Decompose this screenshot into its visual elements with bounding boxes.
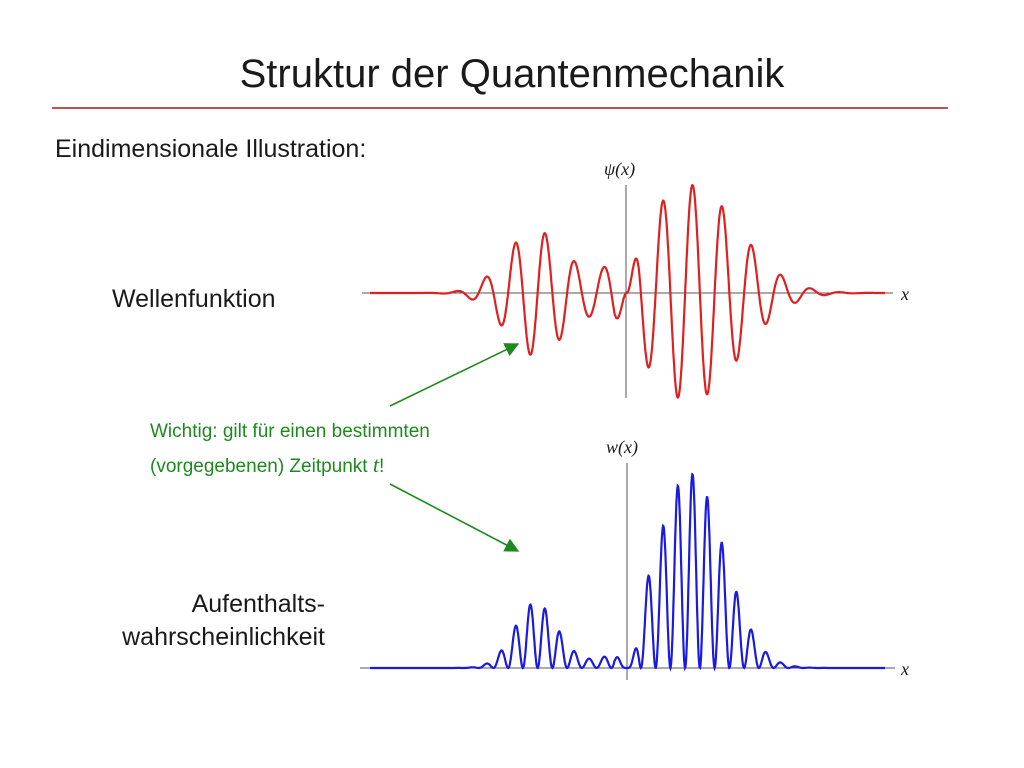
probability-y-axis-label: w(x) bbox=[606, 437, 638, 458]
wavefunction-curve bbox=[370, 183, 885, 399]
note-line-1: Wichtig: gilt für einen bestimmten bbox=[150, 421, 430, 442]
title-divider bbox=[52, 107, 948, 109]
probability-label-line2: wahrscheinlichkeit bbox=[122, 623, 325, 651]
arrow-to-wavefunction bbox=[389, 343, 520, 407]
probability-label-line1: Aufenthalts- bbox=[191, 590, 325, 618]
wave-x-axis-label: x bbox=[900, 284, 909, 304]
note-time-variable: t bbox=[372, 452, 379, 477]
arrow-to-probability bbox=[389, 483, 520, 552]
wavefunction-label: Wellenfunktion bbox=[112, 285, 276, 313]
probability-curve bbox=[370, 472, 885, 672]
wave-y-axis-label: ψ(x) bbox=[604, 159, 635, 180]
probability-x-axis-label: x bbox=[900, 659, 909, 679]
important-note: Wichtig: gilt für einen bestimmten (vorg… bbox=[150, 415, 430, 483]
slide-title: Struktur der Quantenmechanik bbox=[239, 52, 785, 96]
probability-label: Aufenthalts- wahrscheinlichkeit bbox=[122, 588, 325, 654]
slide-subtitle: Eindimensionale Illustration: bbox=[55, 135, 367, 163]
note-line-2-suffix: ! bbox=[379, 456, 385, 477]
note-line-2: (vorgegebenen) Zeitpunkt t! bbox=[150, 448, 430, 483]
note-line-2-prefix: (vorgegebenen) Zeitpunkt bbox=[150, 456, 373, 477]
